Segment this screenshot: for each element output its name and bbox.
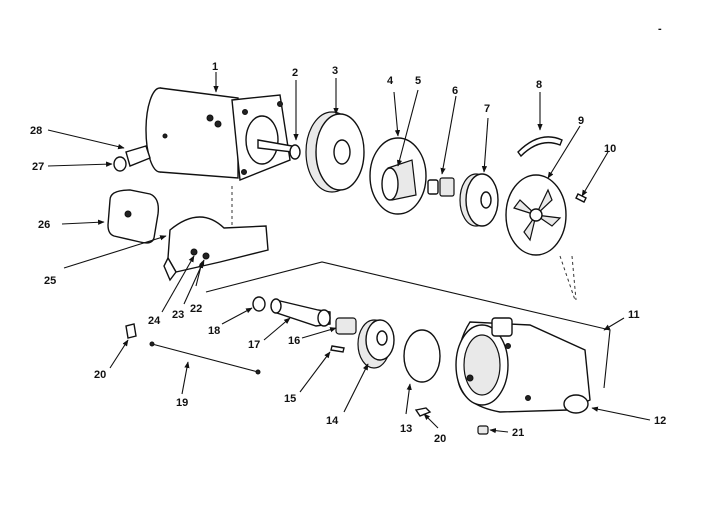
label-18: 18: [208, 325, 220, 337]
fitting-part-27: [113, 156, 127, 172]
label-20: 20: [94, 369, 106, 381]
label-2: 2: [292, 67, 298, 79]
impeller-part-7: [459, 173, 499, 227]
label-20b: 20: [434, 433, 446, 445]
label-4: 4: [387, 75, 394, 87]
label-28: 28: [30, 125, 42, 137]
label-23: 23: [172, 309, 184, 321]
guide-vane-part-9: [505, 174, 567, 256]
label-11: 11: [628, 309, 640, 321]
label-7: 7: [484, 103, 490, 115]
label-19: 19: [176, 397, 188, 409]
label-12: 12: [654, 415, 666, 427]
label-17: 17: [248, 339, 260, 351]
label-16: 16: [288, 335, 300, 347]
label-15: 15: [284, 393, 296, 405]
pin-part-15: [330, 345, 345, 353]
label-26: 26: [38, 219, 50, 231]
label-3: 3: [332, 65, 338, 77]
bracket-part-22: [163, 216, 269, 282]
label-24: 24: [148, 315, 161, 327]
washer-part-18: [252, 296, 266, 312]
label-22: 22: [190, 303, 202, 315]
motor-part-1: [145, 87, 293, 181]
label-8: 8: [536, 79, 542, 91]
ejector-part-14: [357, 319, 395, 369]
label-27: 27: [32, 161, 44, 173]
label-14: 14: [326, 415, 339, 427]
diffuser-part-5: [381, 159, 417, 201]
fitting-part-28: [125, 145, 151, 167]
part-labels: 1 2 3 4 5 6 7 8 9 10 11 12 13 14 15 16 1…: [30, 61, 666, 445]
label-25: 25: [44, 275, 56, 287]
gasket-part-13: [403, 329, 441, 383]
seal-plate-part-3: [305, 111, 365, 193]
cover-part-26: [107, 189, 160, 244]
bolt-part-24: [190, 248, 198, 256]
clip-part-8: [517, 136, 563, 158]
seal-ring-part-2: [289, 144, 301, 160]
corner-mark: -: [658, 23, 662, 35]
nozzle-part-16: [335, 317, 357, 335]
label-5: 5: [415, 75, 421, 87]
label-10: 10: [604, 143, 616, 155]
pump-housing-part-11: [455, 317, 591, 414]
fitting-part-20-left: [125, 323, 137, 339]
screw-part-10: [575, 193, 587, 203]
shaft-seal-part-6: [427, 177, 455, 197]
plug-part-21: [477, 425, 489, 435]
label-21: 21: [512, 427, 524, 439]
bolt-part-23: [202, 252, 210, 260]
alignment-lines: [205, 186, 611, 389]
label-13: 13: [400, 423, 412, 435]
label-9: 9: [578, 115, 584, 127]
venturi-part-17: [270, 298, 331, 327]
fitting-part-20-right: [414, 407, 432, 417]
leader-lines: [47, 72, 651, 434]
rod-part-19: [149, 341, 261, 375]
label-1: 1: [212, 61, 218, 73]
label-6: 6: [452, 85, 458, 97]
